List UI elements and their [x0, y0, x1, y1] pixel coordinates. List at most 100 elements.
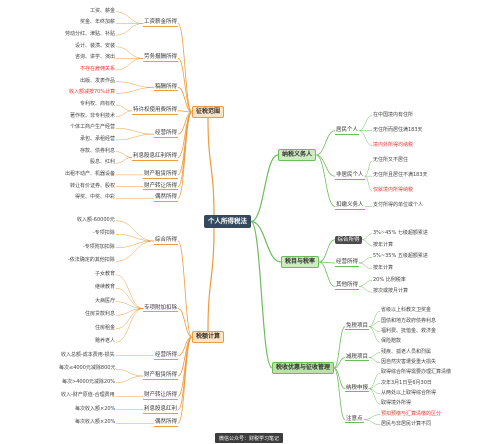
- connector-line: [315, 130, 336, 156]
- connector-line: [368, 388, 381, 405]
- connector-line: [115, 301, 144, 309]
- leaf-topic: 20% 比例税率: [373, 276, 406, 283]
- main-topic-4: 税目与税率: [281, 256, 320, 268]
- leaf-topic: 每次收入额×20%: [75, 405, 116, 412]
- connector-line: [115, 81, 155, 88]
- subtopic: 注意点: [345, 415, 364, 424]
- connector-line: [115, 308, 144, 343]
- connector-line: [333, 357, 346, 369]
- connector-line: [318, 239, 336, 263]
- connector-line: [318, 261, 336, 287]
- connector-line: [358, 130, 373, 147]
- leaf-topic: 住房贷款利息: [85, 311, 116, 318]
- connector-line: [177, 336, 193, 411]
- subtopic: 财产租赁所得: [143, 170, 179, 179]
- connector-line: [115, 157, 133, 164]
- subtopic: 利息股息红利: [143, 405, 179, 414]
- connector-line: [115, 46, 144, 59]
- leaf-topic: 存款、债券利息: [80, 147, 116, 154]
- leaf-topic: 劳动分红、津贴、补贴: [65, 31, 116, 38]
- connector-line: [115, 133, 155, 141]
- subtopic: 纳税申报: [345, 384, 370, 393]
- leaf-topic: 股息、红利: [90, 159, 116, 166]
- subtopic: 非居民个人: [335, 172, 365, 180]
- connector-line: [115, 128, 155, 135]
- subtopic: 稿酬所得: [154, 83, 179, 92]
- leaf-topic: 出租不动产、机器设备: [65, 170, 116, 177]
- central-topic: 个人所得税法: [204, 215, 251, 229]
- leaf-topic: 无住所而居住满183天: [373, 126, 423, 133]
- connector-line: [358, 256, 373, 264]
- connector-line: [368, 372, 381, 389]
- connector-line: [115, 375, 144, 383]
- connector-line: [177, 87, 193, 113]
- connector-line: [115, 104, 133, 112]
- leaf-topic: 按次或按月计算: [373, 288, 409, 295]
- leaf-topic: 按年计算: [373, 241, 394, 248]
- subtopic: 偶然所得: [154, 194, 179, 202]
- leaf-topic: 省级以上科教文卫奖金: [381, 307, 432, 314]
- leaf-topic: 专利权、商标权: [80, 101, 116, 107]
- connector-line: [250, 154, 279, 223]
- subtopic: 经营所得: [154, 351, 179, 360]
- connector-line: [115, 23, 144, 36]
- main-topic-3: 纳税义务人: [278, 149, 317, 161]
- leaf-topic: 赡养老人: [95, 338, 116, 345]
- subtopic: 利息股息红利所得: [132, 153, 179, 162]
- connector-line: [115, 274, 144, 309]
- connector-line: [115, 87, 155, 94]
- connector-line: [115, 240, 155, 248]
- subtopic: 劳务报酬所得: [143, 54, 179, 63]
- leaf-topic: 5%~35% 五级超额累进: [373, 253, 428, 260]
- leaf-topic: 在中国境内有住所: [373, 111, 414, 118]
- leaf-topic: 保险赔款: [381, 338, 402, 345]
- connector-line: [115, 240, 155, 262]
- connector-line: [363, 419, 381, 426]
- connector-line: [333, 367, 346, 421]
- connector-line: [250, 220, 282, 263]
- leaf-topic: 承包、承租经营: [80, 135, 116, 142]
- leaf-topic: 按年计算: [373, 264, 394, 271]
- leaf-topic: 子女教育: [95, 270, 116, 277]
- subtopic: 专项附加扣除: [143, 304, 179, 313]
- leaf-topic: 预扣预缴与汇算清缴的区分: [381, 410, 442, 417]
- connector-line: [358, 286, 373, 293]
- leaf-topic: 继续教育: [95, 284, 116, 291]
- subtopic: 减税项目: [345, 353, 370, 362]
- connector-line: [361, 239, 373, 246]
- subtopic: 偶然所得: [154, 419, 179, 428]
- leaf-topic: 转让有价证券、股权: [70, 182, 116, 189]
- leaf-topic: 境内外所得均纳税: [373, 141, 414, 148]
- leaf-topic: 收入-财产原值-合理费用: [61, 392, 115, 399]
- connector-line: [177, 240, 193, 338]
- leaf-topic: 奖金、年终加薪: [80, 19, 116, 26]
- leaf-topic: 住房租金: [95, 324, 116, 331]
- subtopic: 经营所得: [335, 259, 360, 267]
- connector-line: [315, 154, 336, 207]
- connector-line: [115, 58, 144, 71]
- leaf-topic: 工资、薪金: [90, 7, 116, 14]
- connector-line: [177, 58, 193, 113]
- leaf-topic: -依法确定的其他扣除: [68, 257, 115, 264]
- subtopic: 财产转让所得: [143, 182, 179, 191]
- connector-line: [333, 326, 346, 369]
- leaf-topic: 国债和地方政府债券利息: [381, 317, 437, 324]
- leaf-topic: 无住所又不居住: [373, 157, 409, 163]
- connector-line: [368, 321, 381, 327]
- leaf-topic: 设计、装潢、安装: [75, 42, 116, 49]
- leaf-topic: 不存在雇佣关系: [80, 66, 116, 73]
- connector-line: [177, 23, 193, 113]
- subtopic: 综合所得: [335, 235, 363, 244]
- subtopic: 综合所得: [154, 237, 179, 245]
- connector-line: [115, 151, 133, 158]
- connector-line: [115, 110, 133, 117]
- leaf-topic: 收入总额-成本费用-损失: [61, 351, 115, 358]
- leaf-topic: 从两处以上取得综合所得: [381, 389, 437, 396]
- main-topic-1: 征税范围: [192, 106, 225, 118]
- connector-line: [177, 111, 193, 176]
- leaf-topic: -专项扣除: [93, 230, 115, 237]
- leaf-topic: 次年3月1日至6月30日: [381, 379, 432, 386]
- leaf-topic: 每次≤4000元减除800元: [59, 365, 116, 372]
- connector-line: [368, 326, 381, 343]
